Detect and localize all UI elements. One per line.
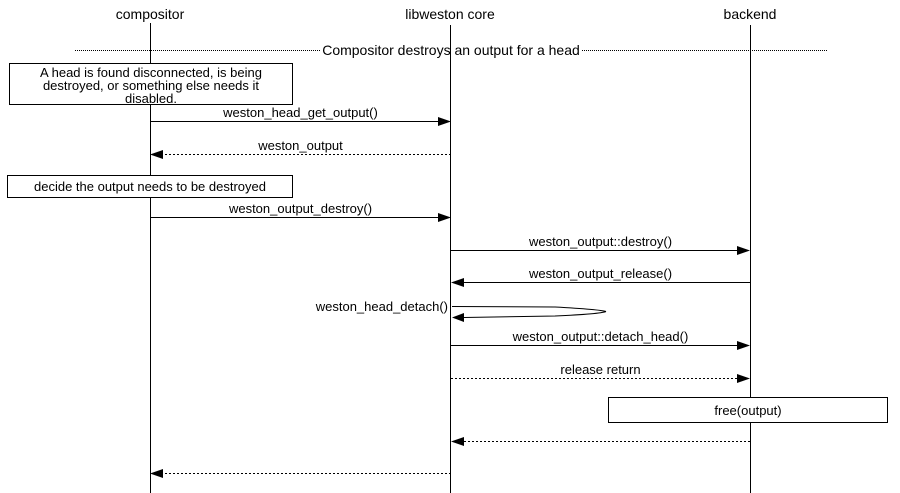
message-label-output-destroy: weston_output_destroy() xyxy=(228,201,373,216)
actor-label-compositor: compositor xyxy=(115,6,185,22)
divider-label: Compositor destroys an output for a head xyxy=(322,42,580,58)
arrowhead-right-icon xyxy=(438,117,451,126)
note-box-head-disconnected: A head is found disconnected, is being d… xyxy=(9,63,293,105)
message-label-weston-output: weston_output xyxy=(258,138,343,153)
arrowhead-right-icon xyxy=(737,246,750,255)
actor-label-backend: backend xyxy=(723,6,777,22)
arrowhead-left-icon xyxy=(451,437,464,446)
arrowhead-left-icon xyxy=(452,313,464,322)
arrowhead-left-icon xyxy=(451,278,464,287)
divider-dotted-line xyxy=(581,50,827,51)
self-call-loop-top xyxy=(451,306,607,312)
note-box-decide-destroy: decide the output needs to be destroyed xyxy=(7,175,293,198)
message-label-output-destroy-vfunc: weston_output::destroy() xyxy=(528,234,673,249)
actor-label-libweston-core: libweston core xyxy=(405,6,495,22)
message-label-head-detach: weston_head_detach() xyxy=(315,299,448,314)
divider-dotted-line xyxy=(75,50,321,51)
arrowhead-right-icon xyxy=(438,213,451,222)
section-divider: Compositor destroys an output for a head xyxy=(75,43,827,58)
arrowhead-left-icon xyxy=(150,469,163,478)
self-call-loop-bottom xyxy=(463,311,607,318)
note-text-line: destroyed, or something else needs it xyxy=(42,78,260,93)
arrowhead-right-icon xyxy=(737,374,750,383)
arrowhead-right-icon xyxy=(737,341,750,350)
message-label-output-release: weston_output_release() xyxy=(528,266,673,281)
arrowhead-left-icon xyxy=(150,150,163,159)
message-label-head-get-output: weston_head_get_output() xyxy=(223,105,378,120)
message-label-detach-head: weston_output::detach_head() xyxy=(512,329,689,344)
note-text-line: disabled. xyxy=(124,91,178,106)
message-label-release-return: release return xyxy=(560,362,641,377)
note-box-free-output: free(output) xyxy=(608,397,888,423)
note-text-line: A head is found disconnected, is being xyxy=(40,65,262,80)
